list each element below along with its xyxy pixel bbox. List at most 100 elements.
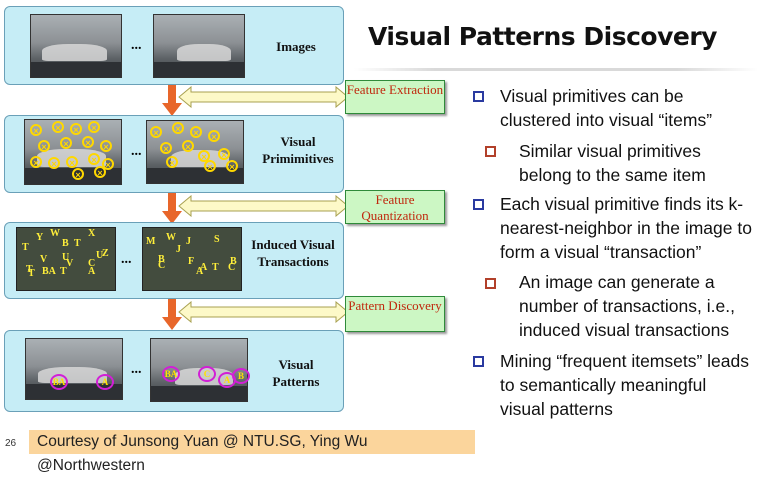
patterns-thumbnail-1 (25, 338, 123, 400)
down-arrow-3 (162, 299, 182, 330)
transaction-letter: V (40, 254, 48, 265)
transaction-letter: A (196, 266, 204, 277)
primitive-marker: × (166, 156, 178, 168)
page-number: 26 (5, 438, 17, 449)
ellipsis-1: ... (131, 38, 142, 53)
primitive-marker: × (66, 156, 78, 168)
transaction-letter: C (228, 262, 236, 273)
pattern-ring: C (198, 366, 216, 382)
transaction-letter: T (60, 266, 67, 277)
transactions-panel-2 (142, 227, 242, 291)
primitive-marker: × (70, 123, 82, 135)
down-arrow-1 (162, 85, 182, 116)
primitive-marker: × (102, 158, 114, 170)
pattern-discovery-box: Pattern Discovery (345, 296, 445, 332)
transaction-letter: T (74, 238, 81, 249)
stage-label-images: Images (276, 39, 316, 54)
transaction-letter: J (186, 236, 191, 247)
transaction-letter: W (166, 232, 176, 243)
transaction-letter: W (50, 228, 60, 239)
primitive-marker: × (100, 140, 112, 152)
pattern-ring: A (96, 374, 114, 390)
pattern-ring: BA (50, 374, 68, 390)
primitive-marker: × (82, 136, 94, 148)
primitive-marker: × (52, 121, 64, 133)
transaction-letter: T (26, 264, 33, 275)
bullet-item-1: Visual primitives can be clustered into … (500, 86, 713, 130)
primitive-marker: × (204, 160, 216, 172)
courtesy-footer: Courtesy of Junsong Yuan @ NTU.SG, Ying … (29, 430, 475, 474)
primitive-marker: × (160, 142, 172, 154)
bullet-square-icon (473, 91, 484, 102)
primitive-marker: × (30, 124, 42, 136)
bullet-square-icon (485, 278, 496, 289)
transaction-letter: A (200, 262, 208, 273)
bullet-item-2: Similar visual primitives belong to the … (519, 141, 706, 185)
feature-extraction-box: Feature Extraction (345, 80, 445, 114)
transaction-letter: X (88, 228, 96, 239)
primitive-marker: × (88, 153, 100, 165)
transaction-letter: C (88, 258, 96, 269)
primitive-marker: × (88, 121, 100, 133)
stage-label-visual-primitives: Visual Primimitives (262, 134, 334, 166)
title-separator (354, 68, 758, 71)
slide-title: Visual Patterns Discovery (368, 22, 717, 51)
transaction-letter: B (62, 238, 69, 249)
primitive-marker: × (226, 160, 238, 172)
feature-extraction-label: Feature Extraction (346, 82, 444, 97)
stage-label-induced-transactions: Induced Visual Transactions (251, 237, 335, 269)
down-arrow-2 (162, 193, 182, 224)
transaction-letter: A (88, 266, 96, 277)
transaction-letter: U (96, 250, 104, 261)
primitive-marker: × (172, 122, 184, 134)
feature-quantization-box: Feature Quantization (345, 190, 445, 224)
patterns-thumbnail-2 (150, 338, 248, 402)
transaction-letter: C (158, 260, 166, 271)
transaction-letter: V (66, 258, 74, 269)
pattern-discovery-label: Pattern Discovery (348, 298, 442, 313)
primitive-marker: × (208, 130, 220, 142)
double-arrow-2 (178, 195, 349, 217)
transaction-letter: Z (102, 248, 109, 259)
primitive-marker: × (218, 148, 230, 160)
bullet-square-icon (473, 199, 484, 210)
double-arrow-1 (178, 86, 349, 108)
transaction-letter: Y (36, 232, 44, 243)
transaction-letter: B (230, 256, 237, 267)
feature-quantization-label: Feature Quantization (361, 192, 429, 223)
bullet-square-icon (485, 146, 496, 157)
transaction-letter: T (22, 242, 29, 253)
primitive-marker: × (60, 137, 72, 149)
primitive-marker: × (72, 168, 84, 180)
primitive-marker: × (182, 140, 194, 152)
double-arrow-3 (178, 301, 349, 323)
transaction-letter: B (158, 254, 165, 265)
primitive-marker: × (150, 126, 162, 138)
transaction-letter: S (214, 234, 220, 245)
transaction-letter: M (146, 236, 156, 247)
primitive-marker: × (94, 166, 106, 178)
primitive-marker: × (30, 156, 42, 168)
transaction-letter: F (188, 256, 195, 267)
stage-label-visual-patterns: Visual Patterns (272, 357, 320, 389)
transaction-letter: BA (42, 266, 56, 277)
transaction-letter: T (28, 268, 35, 279)
pattern-ring: B (232, 368, 250, 384)
ellipsis-3: ... (121, 252, 132, 267)
ellipsis-2: ... (131, 144, 142, 159)
primitive-marker: × (38, 140, 50, 152)
primitive-marker: × (198, 150, 210, 162)
bullet-item-3: Each visual primitive finds its k-neares… (500, 194, 752, 262)
primitive-marker: × (48, 157, 60, 169)
image-thumbnail-2 (153, 14, 245, 78)
bullet-item-4: An image can generate a number of transa… (519, 272, 735, 340)
pattern-ring: BA (162, 366, 180, 382)
ellipsis-4: ... (131, 362, 142, 377)
primitive-marker: × (190, 126, 202, 138)
bullet-square-icon (473, 356, 484, 367)
transactions-panel-1 (16, 227, 116, 291)
image-thumbnail-1 (30, 14, 122, 78)
transaction-letter: T (212, 262, 219, 273)
transaction-letter: J (176, 244, 181, 255)
transaction-letter: U (62, 252, 70, 263)
